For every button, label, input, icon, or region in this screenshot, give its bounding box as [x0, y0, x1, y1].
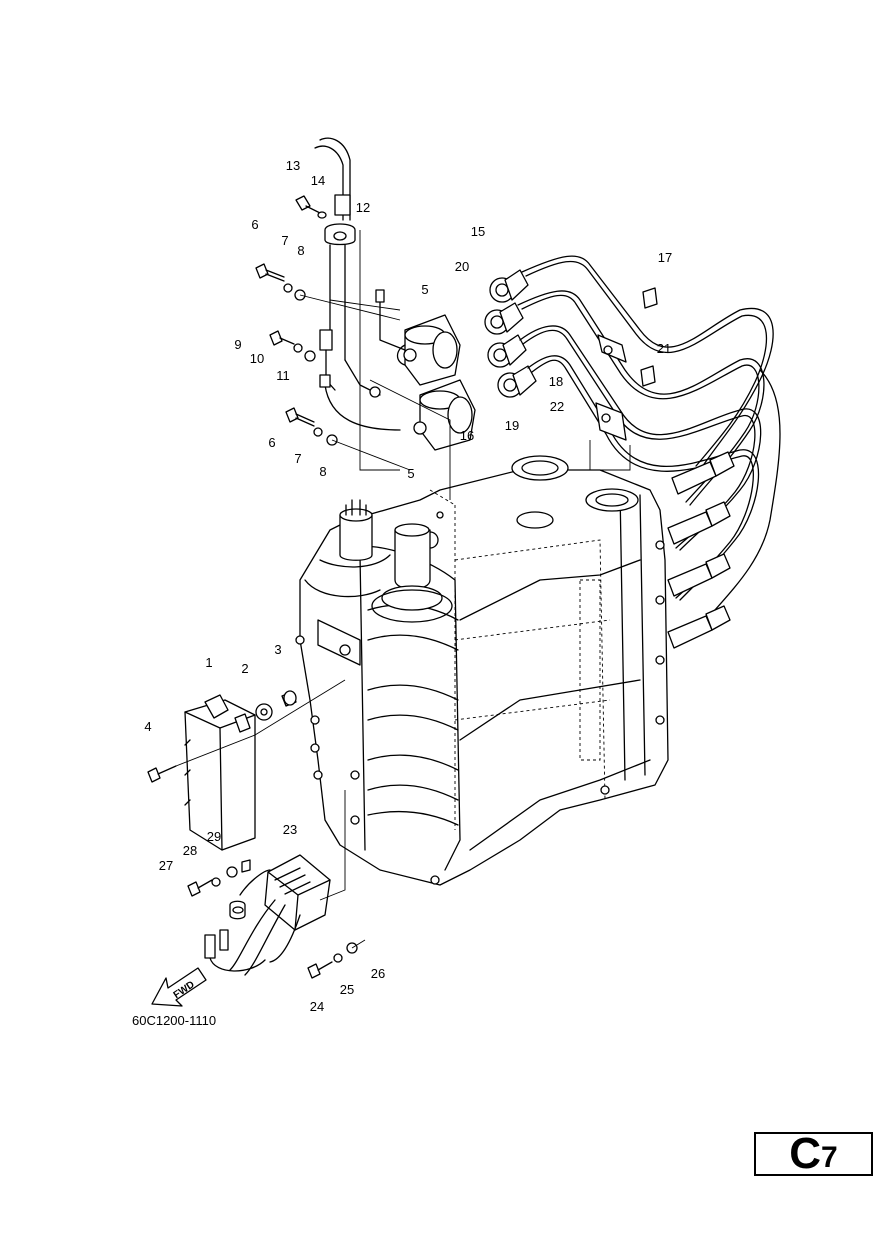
callout-13: 13	[286, 158, 300, 173]
cdi-unit	[184, 694, 256, 851]
grommet-2	[255, 703, 273, 721]
drawing-code: 60C1200-1110	[132, 1013, 216, 1028]
callout-25: 25	[340, 982, 354, 997]
plug-caps	[484, 269, 537, 398]
bolt-6-lower	[285, 407, 411, 471]
wire-harness	[314, 137, 451, 500]
bolt-24	[307, 939, 366, 979]
callout-16: 16	[460, 428, 474, 443]
page-code-letter: C	[789, 1129, 822, 1178]
callout-18: 18	[549, 374, 563, 389]
wires-23	[204, 869, 301, 976]
lead-holders	[589, 287, 658, 471]
high-tension-leads	[517, 255, 781, 641]
callout-24: 24	[310, 999, 324, 1014]
callout-8: 8	[297, 243, 304, 258]
collar-3	[281, 690, 297, 707]
fwd-arrow-icon: FWD	[151, 967, 207, 1007]
page-code-box: C 7	[754, 1132, 873, 1176]
ignition-coil-upper	[396, 314, 461, 386]
callout-14: 14	[311, 173, 325, 188]
rectifier-regulator	[264, 790, 346, 931]
callout-6: 6	[251, 217, 258, 232]
callout-22: 22	[550, 399, 564, 414]
callout-23: 23	[283, 822, 297, 837]
callout-5: 5	[421, 282, 428, 297]
callout-17: 17	[658, 250, 672, 265]
callout-4: 4	[144, 719, 151, 734]
callout-3: 3	[274, 642, 281, 657]
callout-27: 27	[159, 858, 173, 873]
callout-12: 12	[356, 200, 370, 215]
callout-11: 11	[276, 368, 290, 383]
crankshaft-top	[304, 499, 453, 666]
callout-9: 9	[234, 337, 241, 352]
callout-15: 15	[471, 224, 485, 239]
callout-20: 20	[455, 259, 469, 274]
callout-21: 21	[657, 341, 671, 356]
bolt-27	[187, 859, 251, 897]
callout-6: 6	[268, 435, 275, 450]
callout-29: 29	[207, 829, 221, 844]
callout-8: 8	[319, 464, 326, 479]
bolt-6-upper	[255, 263, 401, 321]
callout-10: 10	[250, 351, 264, 366]
callout-7: 7	[281, 233, 288, 248]
bolt-13	[295, 195, 327, 219]
bolt-9	[269, 330, 316, 362]
bolt-4	[147, 679, 346, 783]
ignition-coil-lower	[413, 379, 476, 451]
callout-26: 26	[371, 966, 385, 981]
callout-7: 7	[294, 451, 301, 466]
page-code-number: 7	[821, 1141, 838, 1174]
callout-5: 5	[407, 466, 414, 481]
cylinder-block	[295, 455, 669, 886]
callout-2: 2	[241, 661, 248, 676]
callout-19: 19	[505, 418, 519, 433]
callout-1: 1	[205, 655, 212, 670]
spark-plug-boots	[667, 451, 735, 649]
callout-28: 28	[183, 843, 197, 858]
